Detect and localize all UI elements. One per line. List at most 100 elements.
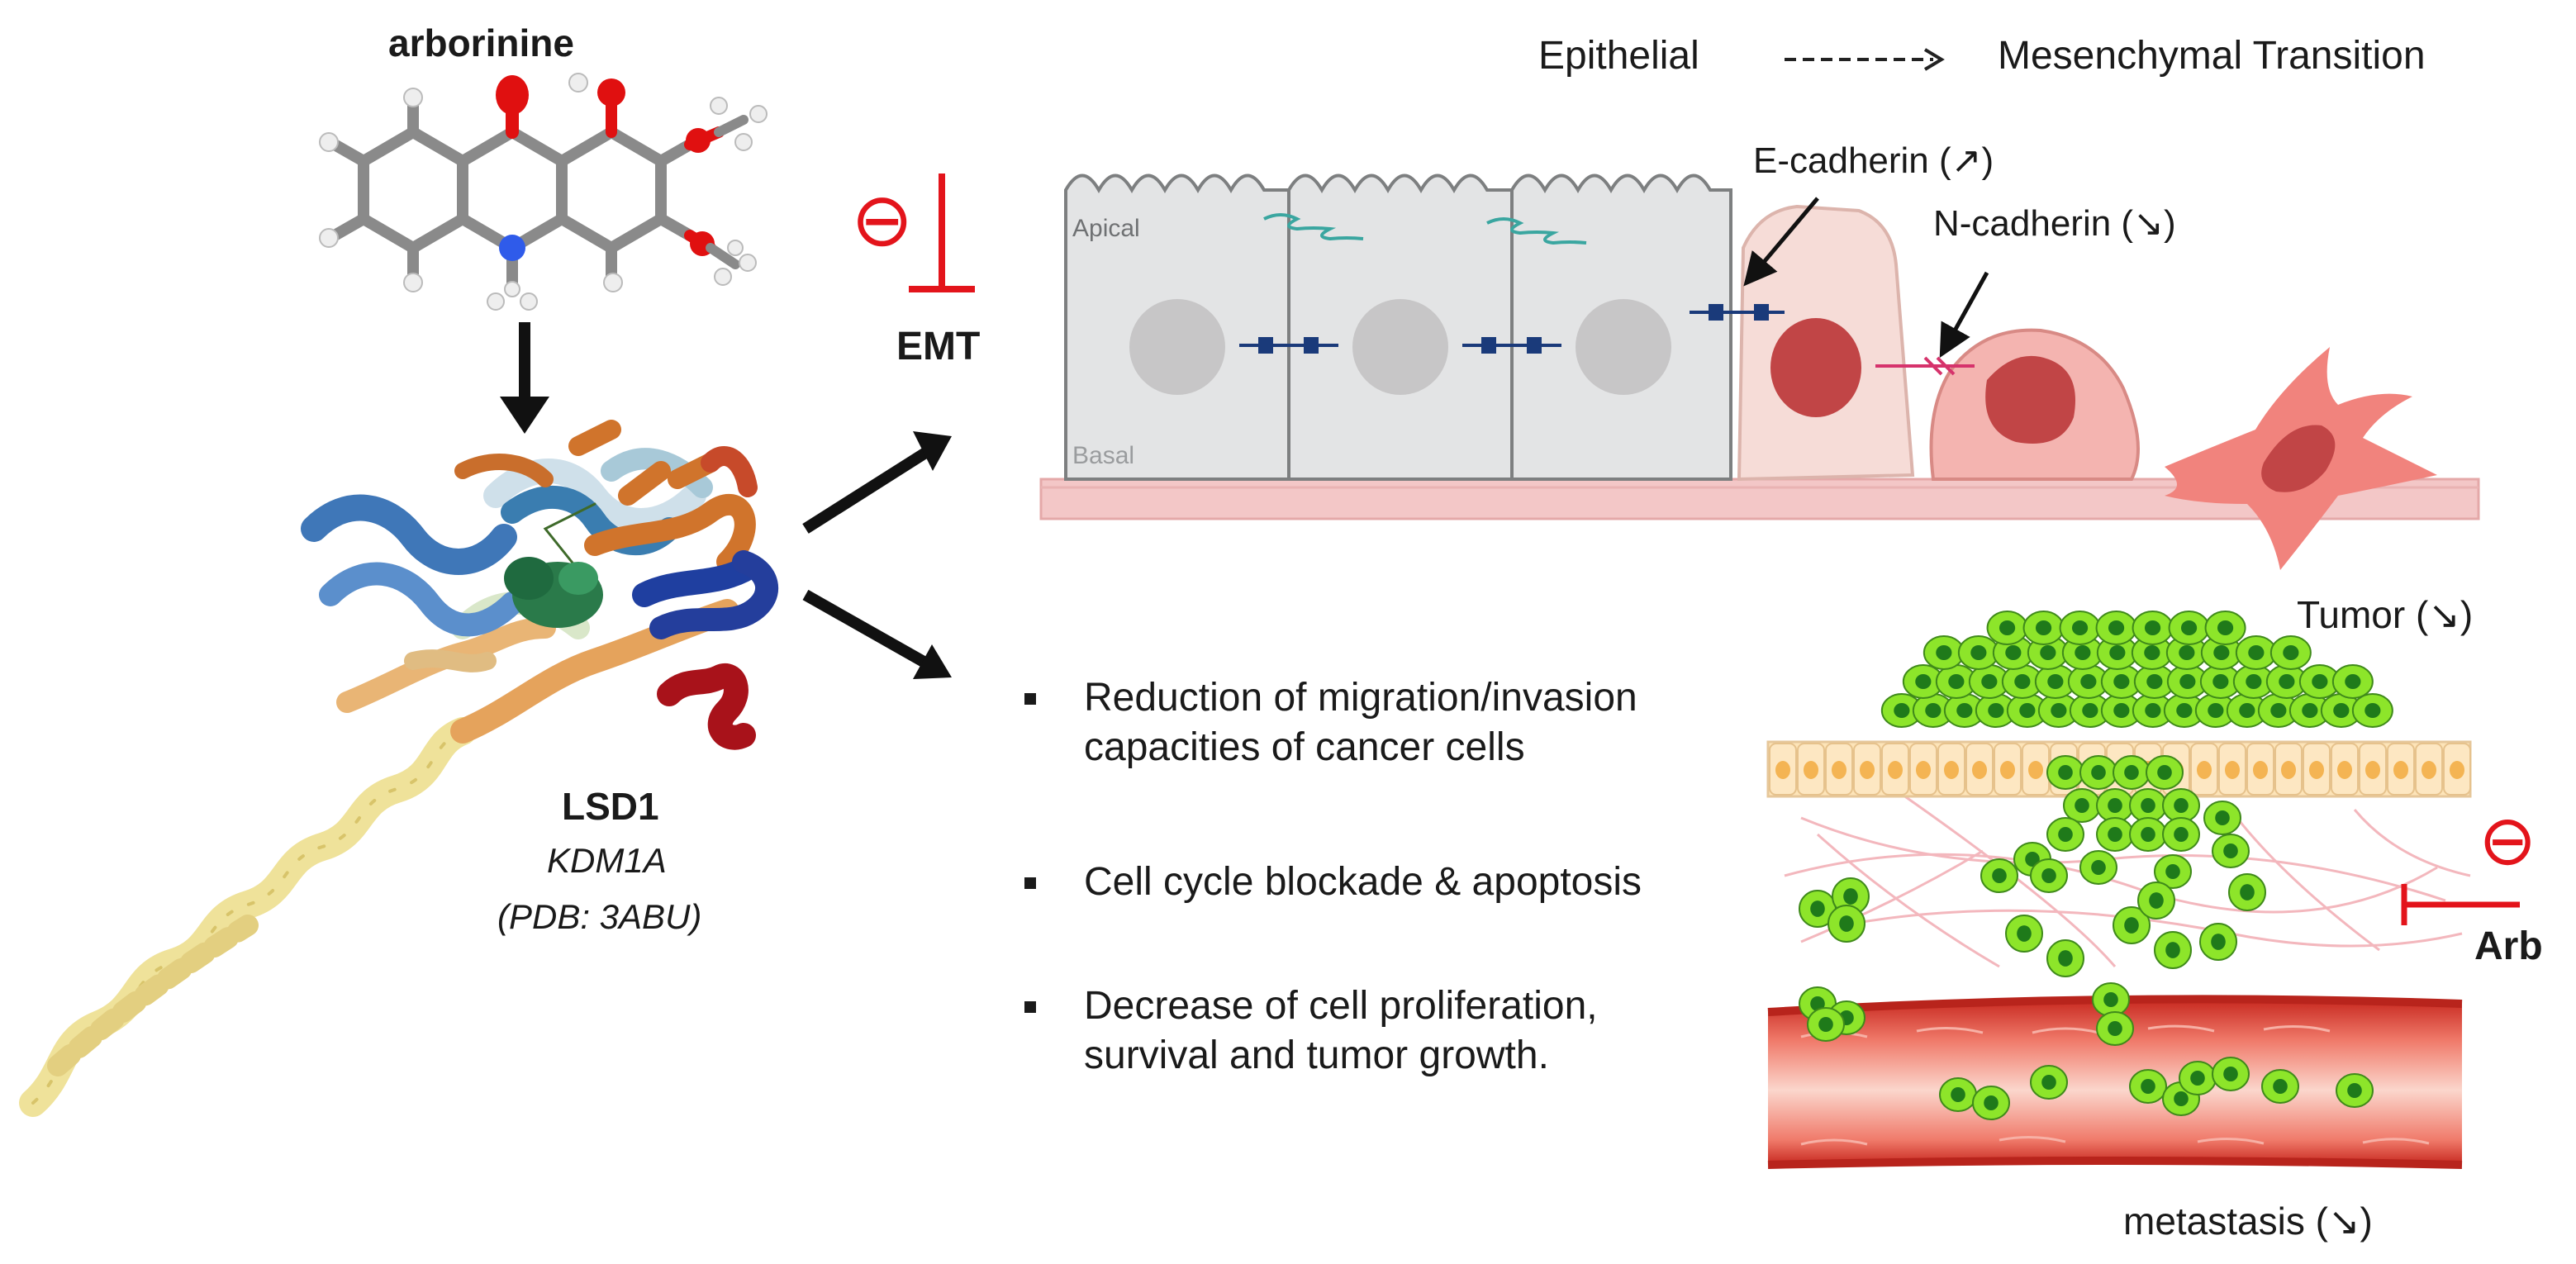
tumor-cell-nucleus [2040, 645, 2056, 660]
tumor-cell-nucleus [2273, 1079, 2288, 1094]
tumor-cell-nucleus [2165, 864, 2180, 879]
tumor-cell-nucleus [2141, 798, 2155, 813]
epithelium-nucleus [2028, 761, 2043, 779]
tumor-cell-nucleus [2141, 827, 2155, 842]
tumor-cell-nucleus [2212, 674, 2229, 689]
tumor-cell-nucleus [2365, 703, 2381, 718]
tumor-cell-nucleus [1839, 915, 1854, 932]
tumor-cell-nucleus [2283, 645, 2299, 660]
tumor-cell-nucleus [1948, 674, 1965, 689]
tumor-cell-nucleus [2144, 620, 2161, 635]
tumor-cell-nucleus [2213, 645, 2230, 660]
ecadherin-label: E-cadherin (↗) [1753, 140, 1994, 181]
tumor-cell-nucleus [2149, 892, 2164, 909]
bullet-icon [1024, 693, 1036, 705]
epithelium-nucleus [2281, 761, 2296, 779]
emt-inhibit-icon: ⊖ [851, 179, 914, 262]
tumor-cell-nucleus [2058, 950, 2073, 967]
tumor-cell-nucleus [2246, 674, 2262, 689]
tumor-cell-nucleus [2051, 703, 2067, 718]
tumor-cell-nucleus [2025, 852, 2040, 867]
tumor-cell-nucleus [2248, 645, 2265, 660]
tumor-cell-nucleus [1915, 674, 1932, 689]
tumor-cell-nucleus [1925, 703, 1942, 718]
tumor-cell-nucleus [2103, 992, 2118, 1007]
epithelium-nucleus [2000, 761, 2015, 779]
transitioning-cell [1737, 204, 1915, 482]
tumor-cell-nucleus [2141, 1079, 2155, 1094]
tumor-cell-nucleus [2176, 703, 2193, 718]
epithelium-nucleus [2365, 761, 2380, 779]
tumor-cell-nucleus [2223, 1067, 2238, 1081]
tumor-cell-nucleus [2146, 674, 2163, 689]
tumor-cell-nucleus [1818, 1017, 1833, 1032]
tumor-cell-nucleus [2190, 1071, 2205, 1086]
tumor-cell-nucleus [2179, 674, 2196, 689]
epithelium-nucleus [2422, 761, 2436, 779]
epithelium-nucleus [1888, 761, 1903, 779]
mesenchymal-like-cell [1929, 328, 2140, 481]
tumor-cell-nucleus [2014, 674, 2031, 689]
epithelium-nucleus [1775, 761, 1790, 779]
tumor-cell-nucleus [2082, 703, 2098, 718]
tumor-cell-nucleus [2058, 765, 2073, 780]
tumor-cell-nucleus [2075, 645, 2091, 660]
tumor-cell-nucleus [2165, 942, 2180, 958]
tumor-cell-nucleus [2113, 674, 2130, 689]
epithelium-nucleus [2450, 761, 2464, 779]
tumor-cell-nucleus [1843, 888, 1858, 905]
tumor-cell-nucleus [2124, 765, 2139, 780]
ecadherin-junction [1239, 304, 1785, 354]
tumor-cells [1799, 611, 2393, 1120]
tumor-cell-nucleus [2071, 620, 2089, 635]
emt-header-epithelial: Epithelial [1538, 34, 1699, 78]
emt-arrow [802, 431, 952, 534]
tumor-cell-nucleus [2005, 645, 2022, 660]
effect-line: Cell cycle blockade & apoptosis [1084, 860, 1642, 904]
emt-cell-diagram [1039, 173, 2480, 570]
tumor-inhibit-icon: ⊖ [2479, 801, 2537, 879]
lsd1-protein-structure [19, 420, 779, 1117]
tumor-cell-nucleus [2179, 645, 2195, 660]
bullet-icon [1024, 1001, 1036, 1013]
binding-arrow [500, 322, 549, 434]
ncadherin-junction [1875, 356, 1975, 376]
apical-label: Apical [1072, 215, 1140, 242]
tumor-cell-nucleus [2302, 703, 2318, 718]
emt-header-arrow [1785, 48, 1945, 71]
tumor-cell-nucleus [2035, 620, 2052, 635]
arb-label: Arb [2474, 924, 2543, 968]
tumor-cell-nucleus [2124, 917, 2139, 934]
tumor-cell-nucleus [2017, 925, 2032, 942]
ecadherin-pointer [1743, 197, 1819, 287]
tumor-cell-nucleus [2047, 674, 2064, 689]
tumor-cell-nucleus [2174, 827, 2189, 842]
tumor-label: Tumor (↘) [2297, 593, 2474, 636]
tumor-cell-nucleus [2333, 703, 2350, 718]
epithelium-nucleus [2337, 761, 2352, 779]
epithelium-nucleus [2197, 761, 2212, 779]
effect-item: Cell cycle blockade & apoptosis [1024, 858, 1751, 915]
tumor-cell-nucleus [2108, 620, 2125, 635]
ncadherin-pointer [1939, 271, 1989, 359]
tumor-cell-nucleus [2240, 884, 2255, 900]
tumor-cell-nucleus [1970, 645, 1987, 660]
tumor-cell-nucleus [2180, 620, 2198, 635]
bullet-icon [1024, 877, 1036, 889]
tumor-cell-nucleus [2041, 868, 2056, 883]
epithelium-nucleus [1944, 761, 1959, 779]
tumor-cell-nucleus [2239, 703, 2255, 718]
epithelial-cell [1287, 173, 1514, 481]
protein-gene: KDM1A [547, 841, 667, 880]
tumor-cell-nucleus [2109, 645, 2126, 660]
tumor-cell-nucleus [1936, 645, 1952, 660]
tumor-cell-nucleus [1999, 620, 2016, 635]
tumor-cell-nucleus [2091, 765, 2106, 780]
effect-text: Decrease of cell proliferation, survival… [1084, 981, 1598, 1081]
tumor-cell-nucleus [1810, 900, 1825, 917]
epithelium-nucleus [2225, 761, 2240, 779]
tumor-cell-nucleus [1981, 674, 1998, 689]
epithelium-nucleus [1832, 761, 1846, 779]
tumor-cell-nucleus [2312, 674, 2328, 689]
